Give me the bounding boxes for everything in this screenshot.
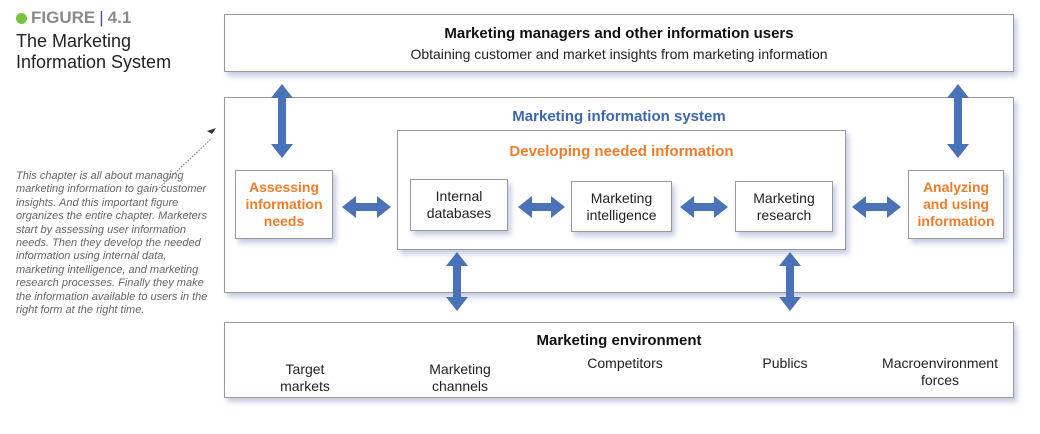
figure-title: The Marketing Information System <box>16 31 172 72</box>
note-pointer-head-icon <box>207 128 216 134</box>
marketing-research-box: Marketing research <box>735 181 833 232</box>
users-subtitle: Obtaining customer and market insights f… <box>410 45 828 62</box>
developing-analyzing-arrow-icon <box>852 196 901 218</box>
research-environment-arrow-icon <box>779 252 801 311</box>
green-dot-icon <box>16 12 27 24</box>
analyzing-label: Analyzing and using information <box>917 179 995 229</box>
env-competitors: Competitors <box>587 355 663 371</box>
environment-title: Marketing environment <box>536 332 702 349</box>
analyzing-box: Analyzing and using information <box>908 170 1004 239</box>
users-analyzing-arrow-icon <box>947 84 969 158</box>
users-title: Marketing managers and other information… <box>444 24 794 42</box>
env-publics: Publics <box>762 355 808 371</box>
mis-title: Marketing information system <box>512 108 726 125</box>
internal-databases-label: Internal databases <box>426 188 492 221</box>
databases-environment-arrow-icon <box>446 252 468 311</box>
users-assessing-arrow-icon <box>271 84 293 158</box>
assessing-box: Assessing information needs <box>235 170 333 239</box>
figure-label: FIGURE | 4.1 <box>16 8 131 28</box>
marketing-research-label: Marketing research <box>753 189 815 223</box>
env-marketing-channels: Marketing channels <box>429 361 491 394</box>
figure-divider: | <box>99 8 104 27</box>
figure-word: FIGURE <box>31 8 96 27</box>
intelligence-research-arrow-icon <box>680 196 728 218</box>
env-target-markets: Target markets <box>280 361 330 394</box>
developing-title: Developing needed information <box>509 143 734 160</box>
environment-box: Marketing environment Target markets Mar… <box>224 322 1014 398</box>
databases-intelligence-arrow-icon <box>518 196 565 218</box>
internal-databases-box: Internal databases <box>410 179 508 231</box>
assessing-label: Assessing information needs <box>245 179 323 229</box>
users-box: Marketing managers and other information… <box>224 14 1014 72</box>
marketing-intelligence-label: Marketing intelligence <box>586 189 657 223</box>
note-pointer-line <box>154 137 213 193</box>
env-macroenvironment-forces: Macroenvironment forces <box>882 355 998 388</box>
figure-number: 4.1 <box>107 8 132 27</box>
marketing-intelligence-box: Marketing intelligence <box>571 181 672 232</box>
figure-note: This chapter is all about managing marke… <box>16 170 208 317</box>
assessing-developing-arrow-icon <box>342 196 391 218</box>
